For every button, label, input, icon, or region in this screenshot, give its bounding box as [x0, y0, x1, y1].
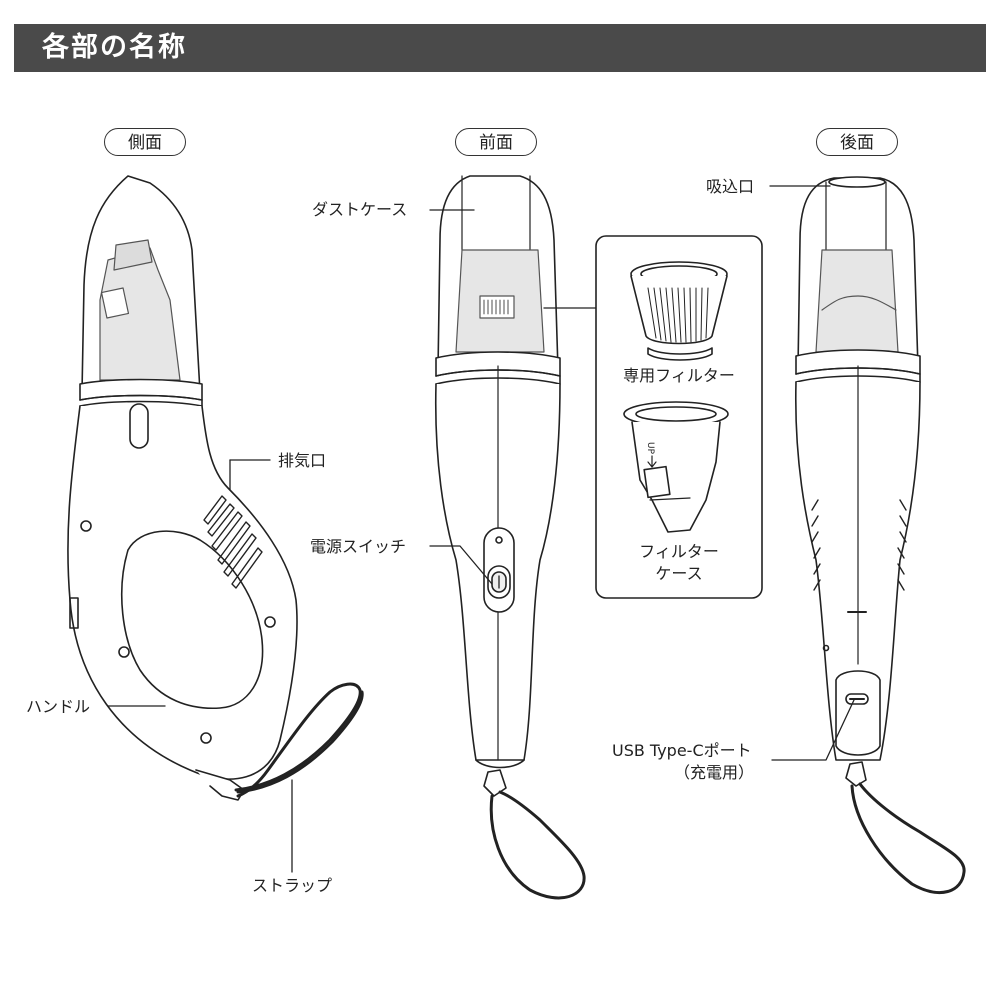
side-view-drawing [67, 175, 364, 873]
label-strap: ストラップ [252, 876, 333, 895]
section-header: 各部の名称 [14, 24, 986, 72]
label-handle: ハンドル [26, 697, 91, 716]
filter-callout-box [595, 235, 763, 599]
view-label-side: 側面 [104, 128, 186, 156]
label-filter: 専用フィルター [623, 366, 735, 385]
back-view-drawing [769, 176, 966, 894]
label-filter-case: フィルター [639, 542, 719, 561]
section-title: 各部の名称 [42, 32, 187, 63]
filter-drawing [630, 261, 728, 361]
view-label-front: 前面 [455, 128, 537, 156]
label-intake: 吸込口 [706, 177, 755, 196]
label-usb-port-note: （充電用） [674, 763, 755, 782]
filter-case-drawing [623, 401, 729, 533]
label-exhaust: 排気口 [278, 451, 327, 470]
front-view-drawing [429, 175, 597, 900]
label-power-switch: 電源スイッチ [310, 537, 407, 556]
view-label-back: 後面 [816, 128, 898, 156]
filter-case-up-mark: UP [645, 441, 656, 455]
label-usb-port: USB Type-Cポート [612, 741, 752, 760]
label-dust-case: ダストケース [312, 200, 408, 219]
label-filter-case-line2: ケース [655, 564, 703, 583]
